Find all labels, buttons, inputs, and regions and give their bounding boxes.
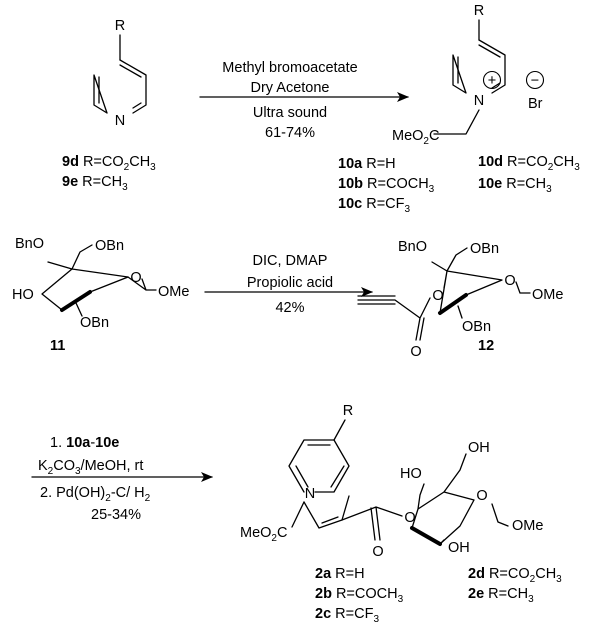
- step-1-reagents: 1. 10a-10e: [50, 435, 119, 451]
- compound-11-label: 11: [50, 338, 65, 354]
- ome-label: OMe: [512, 518, 543, 534]
- reagent-methyl-bromoacetate: Methyl bromoacetate: [222, 60, 357, 76]
- ome-label: OMe: [158, 284, 189, 300]
- step-2-hydrogenolysis: 2. Pd(OH)2-C/ H2: [40, 485, 151, 504]
- compound-10d-label: 10d R=CO2CH3: [478, 154, 580, 173]
- compound-10a-label: 10a R=H: [338, 156, 396, 172]
- ring-oxygen-label: O: [504, 273, 515, 289]
- reagent-propiolic-acid: Propiolic acid: [247, 275, 333, 291]
- reaction-2: BnO OBn O HO OMe OBn 11 DIC, DMAP Propio…: [12, 236, 563, 360]
- compound-9d-label: 9d R=CO2CH3: [62, 154, 156, 173]
- positive-charge-sign: +: [488, 73, 496, 89]
- compound-12-label: 12: [478, 338, 494, 354]
- compound-2c-label: 2c R=CF3: [315, 606, 379, 622]
- yield-1: 61-74%: [265, 125, 315, 141]
- yield-3: 25-34%: [91, 507, 141, 523]
- pyridine-n-label: N: [115, 113, 125, 129]
- reagent-dic-dmap: DIC, DMAP: [253, 253, 328, 269]
- substituent-r-label: R: [115, 18, 125, 34]
- reaction-3: 1. 10a-10e K2CO3/MeOH, rt 2. Pd(OH)2-C/ …: [31, 403, 562, 622]
- compound-2b-label: 2b R=COCH3: [315, 586, 404, 605]
- reaction-1: R N 9d R=CO2CH3 9e R=CH3 Methyl bromoace…: [62, 3, 580, 215]
- ring-oxygen-label: O: [130, 270, 141, 286]
- compound-9e-label: 9e R=CH3: [62, 174, 128, 193]
- ho-label: HO: [400, 466, 422, 482]
- condition-ultra-sound: Ultra sound: [253, 105, 327, 121]
- substituent-r-label: R: [343, 403, 353, 419]
- ring-oxygen-label: O: [476, 488, 487, 504]
- indolizine-n-label: N: [305, 486, 315, 502]
- bromide-counterion: Br: [528, 96, 543, 112]
- ester-oxygen-label: O: [404, 510, 415, 526]
- ome-label: OMe: [532, 287, 563, 303]
- compound-10e-label: 10e R=CH3: [478, 176, 552, 195]
- hydroxyl-top-label: OH: [468, 440, 490, 456]
- yield-2: 42%: [275, 300, 304, 316]
- bno-label: BnO: [15, 236, 44, 252]
- hydroxyl-bottom-label: OH: [448, 540, 470, 556]
- propiolate-12-structure: BnO OBn O O OMe OBn O: [357, 239, 563, 360]
- compound-10c-label: 10c R=CF3: [338, 196, 411, 215]
- negative-charge-circle: [525, 70, 545, 90]
- compound-2e-label: 2e R=CH3: [468, 586, 534, 605]
- obn-label: OBn: [470, 241, 499, 257]
- compound-2d-label: 2d R=CO2CH3: [468, 566, 562, 585]
- obn-label-2: OBn: [80, 315, 109, 331]
- solvent-dry-acetone: Dry Acetone: [251, 80, 330, 96]
- methyl-ester-label: MeO2C: [240, 525, 287, 544]
- carbonyl-oxygen-label: O: [372, 544, 383, 560]
- methyl-ester-label: MeO2C: [392, 128, 439, 147]
- positive-charge-circle: [482, 70, 502, 90]
- pyridinium-n-label: N: [474, 93, 484, 109]
- obn-label-2: OBn: [462, 319, 491, 335]
- compound-10b-label: 10b R=COCH3: [338, 176, 435, 195]
- carbonyl-oxygen-label: O: [410, 344, 421, 360]
- ester-oxygen-label: O: [432, 288, 443, 304]
- pyridine-9-structure: R N: [93, 18, 147, 129]
- negative-charge-sign: −: [531, 73, 539, 89]
- bno-label: BnO: [398, 239, 427, 255]
- galactoside-11-structure: BnO OBn O HO OMe OBn: [12, 236, 189, 331]
- compound-2a-label: 2a R=H: [315, 566, 365, 582]
- obn-label: OBn: [95, 238, 124, 254]
- substituent-r-label: R: [474, 3, 484, 19]
- step-1-base-solvent: K2CO3/MeOH, rt: [38, 458, 143, 477]
- indolizine-2-structure: R N MeO2C O O OH HO O OMe OH: [240, 403, 543, 560]
- pyridinium-10-structure: R N + − Br MeO2C: [392, 3, 545, 147]
- ho-label: HO: [12, 287, 34, 303]
